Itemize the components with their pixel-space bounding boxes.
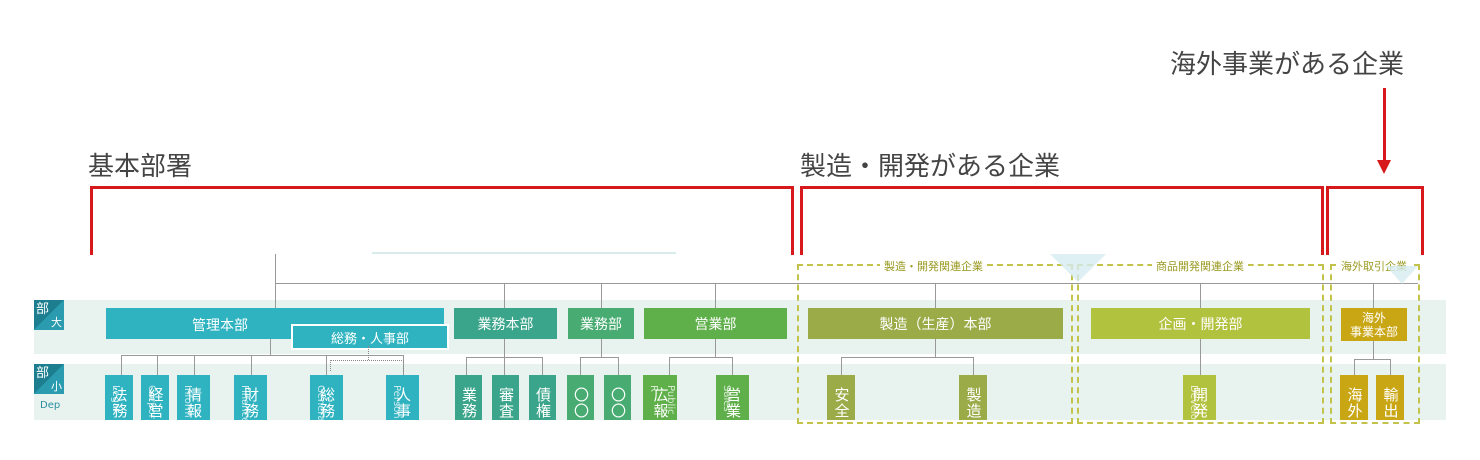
large-dept-kikaku: 企画・開発部 <box>1091 308 1310 339</box>
connector-line <box>504 339 505 357</box>
connector-line <box>157 355 158 375</box>
connector-line <box>1373 341 1374 359</box>
connector-line <box>194 355 195 375</box>
connector-line <box>326 355 327 375</box>
large-dept-gyomu: 業務部 <box>568 308 634 339</box>
manufacturing-bracket <box>800 186 1324 255</box>
basic-bracket <box>90 186 794 255</box>
connector-line <box>618 357 619 375</box>
mfg-group-label: 製造・開発関連企業 <box>880 258 987 274</box>
connector-line <box>275 283 1418 284</box>
dept-en-label: Dep <box>40 400 61 411</box>
overseas-label: 海外事業がある企業 <box>1170 50 1405 80</box>
large-dept-kaigai: 海外 事業本部 <box>1341 308 1407 341</box>
down-arrow-shaft <box>1383 88 1386 160</box>
large-dept-tag: 部 大 <box>34 300 64 330</box>
connector-line <box>580 357 581 375</box>
small-dept-yushutsu: 輸出 <box>1376 375 1404 420</box>
large-dept-seizo: 製造（生産）本部 <box>808 308 1063 339</box>
large-dept-gyomu-honbu: 業務本部 <box>454 308 557 339</box>
connector-line <box>1373 283 1374 308</box>
connector-line <box>466 357 467 375</box>
connector-line <box>542 357 543 375</box>
connector-line <box>251 355 252 375</box>
small-dept-maru-2: 〇〇 <box>604 375 631 420</box>
small-dept-gyomu: 業務 <box>455 375 482 420</box>
connector-line <box>601 283 602 308</box>
small-dept-shinsa: 審査 <box>492 375 519 420</box>
connector-line <box>121 355 403 356</box>
overseas-bracket <box>1326 186 1424 255</box>
connector-line <box>732 357 733 375</box>
connector-line <box>601 339 602 357</box>
dotted-connector <box>330 360 404 371</box>
connector-line <box>121 355 122 375</box>
connector-line <box>504 357 505 375</box>
connector-line <box>1390 359 1391 375</box>
connector-line <box>275 283 276 308</box>
basic-label: 基本部署 <box>88 152 193 182</box>
triangle-marker-icon <box>1386 266 1418 284</box>
large-dept-soumu-jinji: 総務・人事部 <box>291 324 449 350</box>
connector-line <box>1354 359 1390 360</box>
connector-line <box>935 339 936 357</box>
small-dept-maru-1: 〇〇 <box>567 375 594 420</box>
small-dept-anzen: 安全 <box>827 375 855 420</box>
small-dept-tag: 部 小 <box>34 364 64 394</box>
connector-line <box>715 339 716 357</box>
manufacturing-label: 製造・開発がある企業 <box>800 152 1061 182</box>
connector-line <box>935 283 936 308</box>
connector-line <box>841 357 973 358</box>
connector-line <box>1200 339 1201 375</box>
connector-line <box>580 357 618 358</box>
connector-line <box>841 357 842 375</box>
connector-line <box>504 283 505 308</box>
small-dept-saiken: 債権 <box>529 375 556 420</box>
connector-line <box>715 283 716 308</box>
connector-line <box>669 357 732 358</box>
connector-line <box>669 357 670 375</box>
connector-line <box>1200 283 1201 308</box>
product-group-label: 商品開発関連企業 <box>1152 258 1248 274</box>
down-arrow-icon <box>1377 160 1391 174</box>
small-dept-seizo: 製造 <box>959 375 987 420</box>
large-dept-eigyo: 営業部 <box>644 308 787 339</box>
triangle-marker-icon <box>1050 254 1106 282</box>
connector-line <box>973 357 974 375</box>
dotted-connector <box>368 346 370 360</box>
connector-line <box>270 339 271 355</box>
connector-line <box>1354 359 1355 375</box>
faint-line <box>372 252 676 254</box>
connector-line <box>275 254 276 283</box>
small-dept-kaigai: 海外 <box>1340 375 1368 420</box>
